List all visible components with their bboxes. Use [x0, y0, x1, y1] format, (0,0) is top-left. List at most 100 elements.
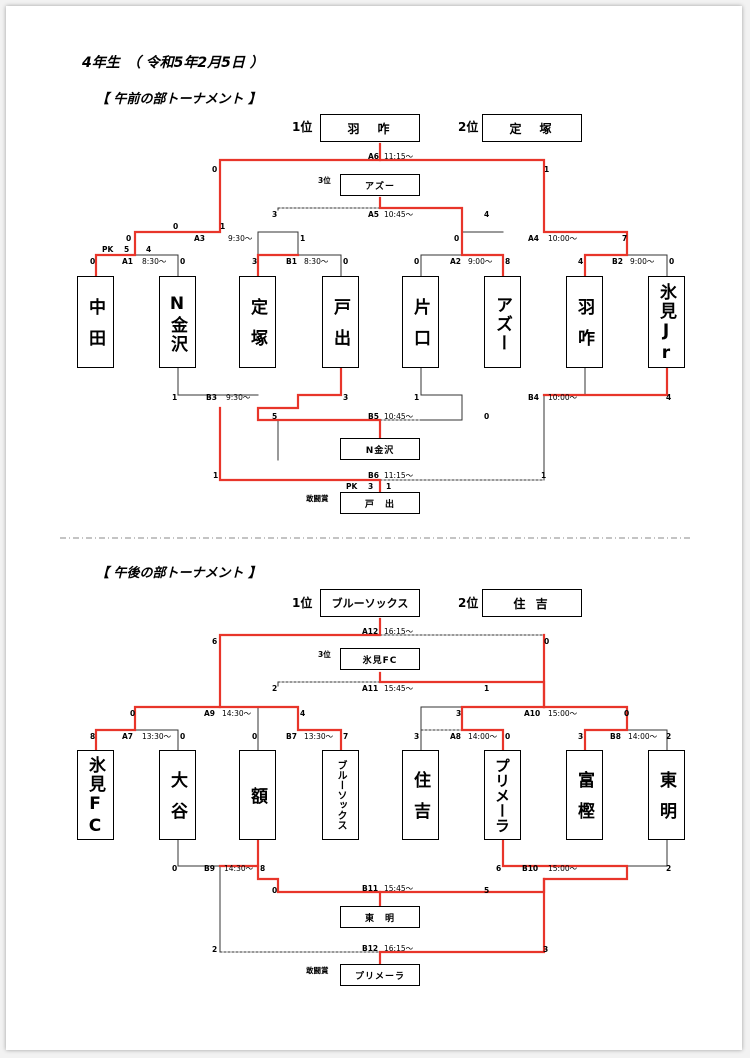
- team-box: 額: [239, 750, 276, 840]
- score: 0: [414, 257, 420, 266]
- score: 4: [484, 210, 490, 219]
- score: 3: [368, 482, 374, 491]
- team-box: 氷見FC: [77, 750, 114, 840]
- score: 0: [505, 732, 511, 741]
- score: 8: [90, 732, 96, 741]
- match-id: B7: [286, 732, 297, 741]
- afternoon-consolation-box: 東 明: [340, 906, 420, 928]
- score: 4: [146, 245, 152, 254]
- score: 0: [343, 257, 349, 266]
- score: 8: [260, 864, 266, 873]
- morning-third-box: アズー: [340, 174, 420, 196]
- match-time: 16:15〜: [384, 944, 414, 953]
- match-id: B9: [204, 864, 215, 873]
- match-id: A2: [450, 257, 462, 266]
- morning-first-label: 1位: [292, 120, 313, 134]
- score: 5: [124, 245, 130, 254]
- score: 0: [454, 234, 460, 243]
- score: 0: [180, 732, 186, 741]
- match-time: 9:30〜: [226, 393, 251, 402]
- match-time: 15:00〜: [548, 864, 578, 873]
- morning-fighting-box: 戸 出: [340, 492, 420, 514]
- team-box: 定塚: [239, 276, 276, 368]
- match-id: A11: [362, 684, 379, 693]
- score: 1: [220, 222, 226, 231]
- team-box: N金沢: [159, 276, 196, 368]
- match-time: 10:00〜: [548, 393, 578, 402]
- score: 8: [505, 257, 511, 266]
- afternoon-section-title: 【 午後の部トーナメント 】: [96, 566, 262, 581]
- score: 0: [173, 222, 179, 231]
- score: 4: [300, 709, 306, 718]
- match-time: 9:00〜: [630, 257, 655, 266]
- match-time: 11:15〜: [384, 152, 414, 161]
- match-time: 15:45〜: [384, 884, 414, 893]
- line-b3-left: [177, 367, 259, 396]
- score: 0: [212, 165, 218, 174]
- match-id: A7: [122, 732, 134, 741]
- afternoon-first-label: 1位: [292, 596, 313, 610]
- score: 5: [272, 412, 278, 421]
- afternoon-fighting-box: プリメーラ: [340, 964, 420, 986]
- score: 6: [496, 864, 502, 873]
- match-time: 9:00〜: [468, 257, 493, 266]
- score: 0: [172, 864, 178, 873]
- score: 3: [252, 257, 258, 266]
- team-box: 住吉: [402, 750, 439, 840]
- score: 0: [130, 709, 136, 718]
- match-time: 10:45〜: [384, 412, 414, 421]
- score: 0: [669, 257, 675, 266]
- score: 1: [386, 482, 392, 491]
- team-box: 富樫: [566, 750, 603, 840]
- score: 7: [622, 234, 628, 243]
- score: 2: [666, 732, 672, 741]
- team-box: 氷見Jr: [648, 276, 685, 368]
- score: 2: [212, 945, 218, 954]
- team-box: 戸出: [322, 276, 359, 368]
- score: 7: [343, 732, 349, 741]
- match-id: B12: [362, 944, 379, 953]
- afternoon-second-label: 2位: [458, 596, 479, 610]
- team-box: 片口: [402, 276, 439, 368]
- afternoon-third-label: 3位: [318, 650, 331, 659]
- afternoon-first-box: ブルーソックス: [320, 589, 420, 617]
- match-time: 10:00〜: [548, 234, 578, 243]
- score: 0: [126, 234, 132, 243]
- morning-section-title: 【 午前の部トーナメント 】: [96, 92, 262, 107]
- match-time: 13:30〜: [142, 732, 172, 741]
- pk-label: PK: [346, 482, 358, 491]
- win-path-a6: [94, 158, 382, 278]
- score: 6: [212, 637, 218, 646]
- score: 1: [414, 393, 420, 402]
- line-b4-left-part: [420, 367, 463, 421]
- team-box: 東明: [648, 750, 685, 840]
- morning-second-box: 定 塚: [482, 114, 582, 142]
- match-id: A9: [204, 709, 216, 718]
- match-time: 14:00〜: [468, 732, 498, 741]
- score: 1: [541, 471, 547, 480]
- score: 1: [213, 471, 219, 480]
- match-time: 8:30〜: [304, 257, 329, 266]
- afternoon-fighting-label: 敢闘賞: [306, 966, 329, 975]
- score: 4: [666, 393, 672, 402]
- match-id: A6: [368, 152, 380, 161]
- afternoon-third-box: 氷見FC: [340, 648, 420, 670]
- match-id: A1: [122, 257, 134, 266]
- match-id: B10: [522, 864, 539, 873]
- match-id: B2: [612, 257, 623, 266]
- match-id: B11: [362, 884, 379, 893]
- score: 0: [624, 709, 630, 718]
- match-id: B6: [368, 471, 379, 480]
- match-time: 8:30〜: [142, 257, 167, 266]
- morning-consolation-box: N金沢: [340, 438, 420, 460]
- page-title: 4年生 （ 令和5年2月5日 ）: [82, 55, 264, 71]
- team-box: ブルーソックス: [322, 750, 359, 840]
- team-box: 中田: [77, 276, 114, 368]
- match-time: 11:15〜: [384, 471, 414, 480]
- score: 2: [666, 864, 672, 873]
- score: 1: [484, 684, 490, 693]
- score: 0: [484, 412, 490, 421]
- score: 0: [544, 637, 550, 646]
- match-time: 15:00〜: [548, 709, 578, 718]
